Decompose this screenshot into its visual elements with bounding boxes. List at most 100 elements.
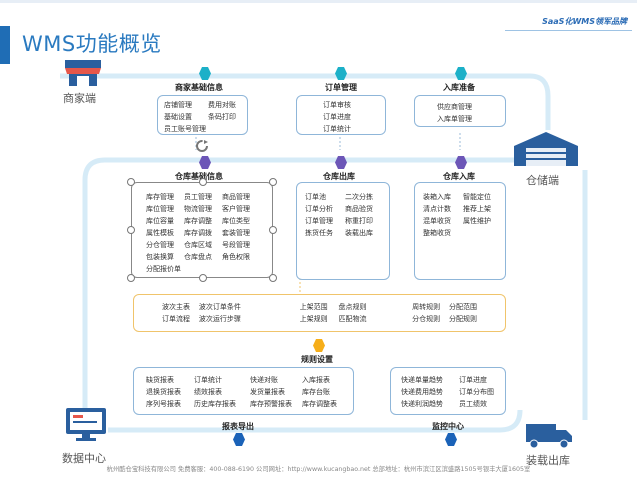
flow-dashes <box>204 255 461 300</box>
order-mgmt-item: 订单进度 <box>323 113 351 121</box>
merchant-basic-item: 基础设置 <box>164 113 192 121</box>
warehouse-basic-node <box>199 156 211 169</box>
footer-contact: 杭州酷仓宝科技有限公司 免费客服：400-088-6190 公司网址：http:… <box>106 466 531 473</box>
monitor-item: 快递费用趋势 <box>401 388 443 396</box>
warehouse-label: 仓储端 <box>526 174 559 187</box>
warehouse-in-item: 整箱收货 <box>423 229 451 237</box>
warehouse-in-item: 清点计数 <box>423 205 451 213</box>
warehouse-basic-item: 属性模板 <box>146 229 174 237</box>
inbound-prep-item: 供应商管理 <box>437 103 472 111</box>
merchant-basic-item: 费用对账 <box>208 101 236 109</box>
warehouse-basic-item: 库存调拨 <box>184 229 212 237</box>
rules-item: 上架范围 <box>299 303 328 311</box>
sync-icon <box>194 138 210 154</box>
warehouse-in-node <box>455 156 467 169</box>
warehouse-out-item: 拣货任务 <box>305 229 333 237</box>
warehouse-basic-item: 号段管理 <box>222 241 250 249</box>
flow-dashes-top <box>195 133 461 150</box>
rules-item: 匹配物流 <box>338 315 367 323</box>
rules-item: 周转规则 <box>412 303 441 311</box>
rules-item: 分仓规则 <box>412 315 441 323</box>
warehouse-basic-item: 角色权限 <box>222 253 250 261</box>
order-mgmt-label: 订单管理 <box>325 83 357 92</box>
inbound-prep-item: 入库单管理 <box>437 115 472 123</box>
monitor-item: 快递单量趋势 <box>401 376 443 384</box>
flow-middle <box>82 157 520 410</box>
reports-label: 报表导出 <box>222 422 254 431</box>
data-center-label: 数据中心 <box>62 452 106 465</box>
warehouse-out-label: 仓库出库 <box>323 172 355 181</box>
inbound-prep-label: 入库准备 <box>443 83 475 92</box>
warehouse-out-item: 订单分析 <box>305 205 333 213</box>
resize-handle[interactable] <box>199 274 207 282</box>
reports-item: 库存调整表 <box>302 400 337 408</box>
reports-item: 发货量报表 <box>250 388 285 396</box>
reports-item: 库存台账 <box>302 388 330 396</box>
warehouse-in-item: 混单收货 <box>423 217 451 225</box>
merchant-basic-item: 员工账号管理 <box>164 125 206 133</box>
warehouse-out-item: 二次分拣 <box>345 193 373 201</box>
order-mgmt-node <box>335 67 347 80</box>
flow-top <box>60 73 551 130</box>
brand-slogan: SaaS化WMS领军品牌 <box>542 17 627 26</box>
warehouse-basic-item: 库存管理 <box>146 193 174 201</box>
rules-box: 波次主表 波次订单条件 上架范围 盘点规则 周转规则 分配范围 订单流程 波次运… <box>133 294 506 332</box>
warehouse-in-item: 智能定位 <box>463 193 491 201</box>
warehouse-in-item: 属性维护 <box>463 217 491 225</box>
warehouse-in-label: 仓库入库 <box>443 172 475 181</box>
reports-item: 退换货报表 <box>146 388 181 396</box>
resize-handle[interactable] <box>269 226 277 234</box>
warehouse-basic-item: 仓库盘点 <box>184 253 212 261</box>
warehouse-basic-item: 库存调整 <box>184 217 212 225</box>
brand-underline <box>505 30 632 31</box>
warehouse-basic-item: 包装换算 <box>146 253 174 261</box>
warehouse-out-box: 订单池二次分拣 订单分析商品验货 订单管理称重打印 拣货任务装载出库 <box>296 182 390 280</box>
warehouse-in-item: 推荐上架 <box>463 205 491 213</box>
reports-item: 库存预警报表 <box>250 400 292 408</box>
resize-handle[interactable] <box>269 274 277 282</box>
loading-label: 装载出库 <box>526 454 570 467</box>
shop-icon <box>63 58 103 88</box>
warehouse-basic-label: 仓库基础信息 <box>175 172 223 181</box>
reports-item: 缺货报表 <box>146 376 174 384</box>
warehouse-basic-item: 分配报价单 <box>146 265 181 273</box>
merchant-basic-box: 店铺管理费用对账 基础设置条码打印 员工账号管理 <box>157 95 248 135</box>
monitor-node <box>445 433 457 446</box>
warehouse-out-item: 订单管理 <box>305 217 333 225</box>
rules-item: 波次主表 <box>162 303 190 311</box>
monitor-label: 监控中心 <box>432 422 464 431</box>
warehouse-in-box: 装箱入库智能定位 清点计数推荐上架 混单收货属性维护 整箱收货 <box>414 182 506 280</box>
resize-handle[interactable] <box>127 226 135 234</box>
flow-bottom <box>108 409 523 433</box>
warehouse-basic-item: 库位容量 <box>146 217 174 225</box>
warehouse-out-node <box>335 156 347 169</box>
top-strip <box>0 0 637 3</box>
rules-label: 规则设置 <box>301 355 333 364</box>
warehouse-out-item: 称重打印 <box>345 217 373 225</box>
warehouse-basic-box[interactable]: 库存管理员工管理商品管理 库位管理物流管理客户管理 库位容量库存调整库位类型 属… <box>131 182 273 278</box>
monitor-icon <box>64 406 108 442</box>
resize-handle[interactable] <box>127 274 135 282</box>
reports-box: 缺货报表 订单统计 快递对账 入库报表 退换货报表 绩效报表 发货量报表 库存台… <box>133 367 354 415</box>
warehouse-basic-item: 员工管理 <box>184 193 212 201</box>
reports-item: 入库报表 <box>302 376 330 384</box>
reports-item: 绩效报表 <box>194 388 222 396</box>
resize-handle[interactable] <box>199 178 207 186</box>
resize-handle[interactable] <box>127 178 135 186</box>
merchant-basic-node <box>199 67 211 80</box>
merchant-basic-item: 店铺管理 <box>164 101 192 109</box>
inbound-prep-box: 供应商管理 入库单管理 <box>414 95 506 127</box>
rules-item: 波次订单条件 <box>198 303 241 311</box>
warehouse-basic-item: 库位管理 <box>146 205 174 213</box>
warehouse-basic-item: 物流管理 <box>184 205 212 213</box>
inbound-prep-node <box>455 67 467 80</box>
resize-handle[interactable] <box>269 178 277 186</box>
warehouse-basic-item: 套装管理 <box>222 229 250 237</box>
rules-item: 订单流程 <box>162 315 190 323</box>
truck-icon <box>524 420 574 450</box>
warehouse-basic-item: 分仓管理 <box>146 241 174 249</box>
rules-item: 上架规则 <box>299 315 328 323</box>
monitor-box: 快递单量趋势订单进度 快递费用趋势订单分布图 快递利润趋势员工绩效 <box>390 367 506 415</box>
warehouse-out-item: 商品验货 <box>345 205 373 213</box>
